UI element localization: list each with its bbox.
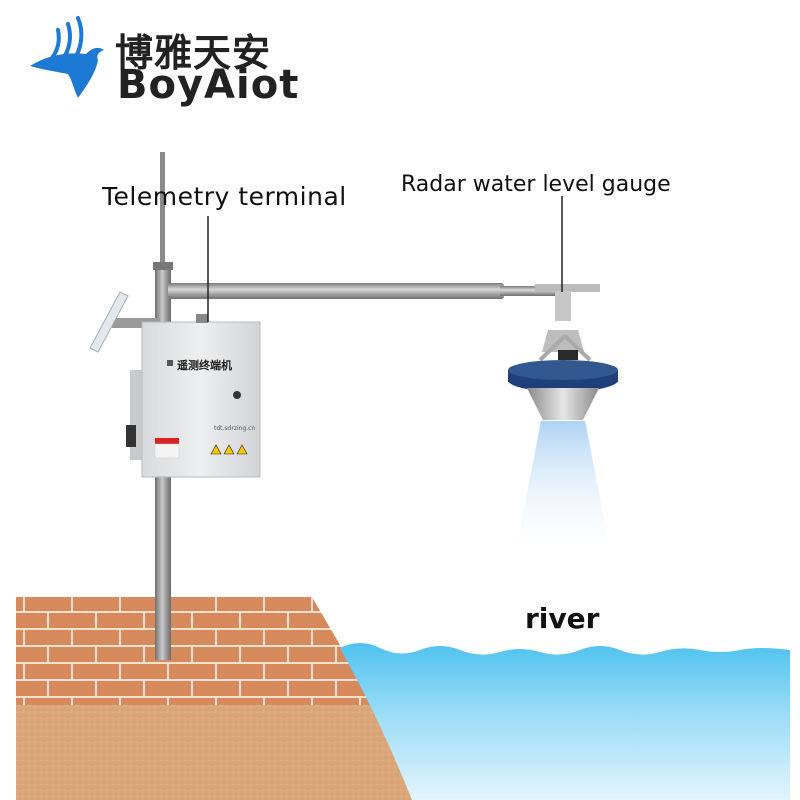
river-label: river	[525, 602, 600, 635]
lock-icon	[233, 391, 241, 399]
antenna-rod	[160, 152, 165, 267]
telemetry-terminal-box	[126, 314, 261, 478]
radar-gauge	[508, 284, 618, 420]
horizontal-arm	[168, 283, 504, 299]
soil-ground	[16, 705, 420, 800]
arm-extension	[500, 286, 560, 296]
logo-name-cn: 博雅天安	[115, 31, 272, 75]
radar-beam	[514, 421, 612, 560]
terminal-box-url: tdt.sdrzing.cn	[214, 425, 256, 432]
logo-name-en: BoyAiot	[117, 62, 300, 108]
menu-icon	[167, 360, 173, 366]
pole-cap	[153, 262, 173, 270]
logo-bird-icon	[30, 16, 104, 98]
telemetry-terminal-label: Telemetry terminal	[102, 182, 347, 211]
river-water	[340, 643, 790, 800]
brick-wall	[16, 597, 375, 705]
solar-panel	[89, 291, 160, 353]
terminal-box-title: 遥测终端机	[177, 359, 232, 372]
warning-sticker	[155, 438, 179, 444]
radar-gauge-label: Radar water level gauge	[401, 172, 671, 197]
hazard-icon	[210, 444, 248, 455]
